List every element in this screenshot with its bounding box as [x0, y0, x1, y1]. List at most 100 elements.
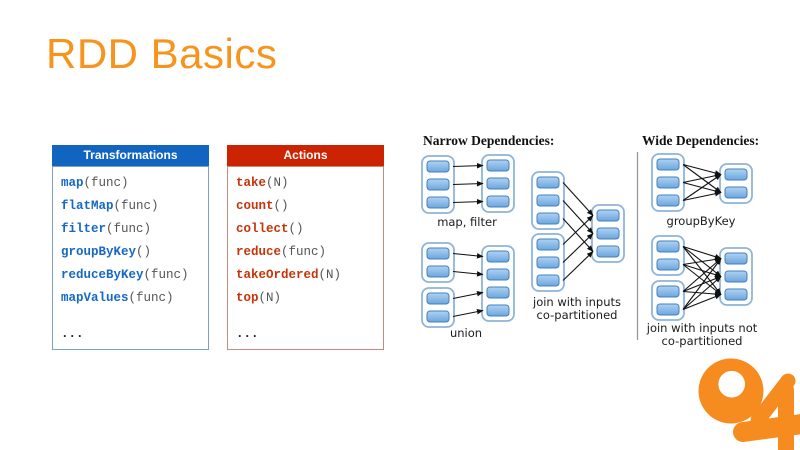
figure-label-line: join with inputs not — [646, 321, 758, 335]
transformations-args: (func) — [83, 176, 129, 190]
partition — [426, 160, 450, 173]
partition — [656, 240, 680, 253]
transformations-keyword: map — [61, 176, 84, 190]
dependency-arrow — [562, 215, 594, 245]
partition — [536, 194, 560, 207]
actions-row-top: top(N) — [236, 287, 383, 310]
actions-keyword: count — [236, 199, 274, 213]
transformations-keyword: reduceByKey — [61, 268, 144, 282]
partition — [426, 265, 450, 278]
partition — [596, 209, 620, 222]
transformations-table: Transformations map(func)flatMap(func)fi… — [52, 145, 209, 350]
transformations-keyword: mapValues — [61, 291, 129, 305]
actions-row-count: count() — [236, 195, 383, 218]
dependency-arrow — [562, 251, 594, 281]
dependency-arrow — [682, 276, 722, 310]
partition — [536, 256, 560, 269]
dependency-arrow — [562, 182, 594, 216]
dependency-arrow — [682, 264, 722, 295]
figure-label-line: groupByKey — [666, 214, 736, 228]
figure-label-line: join with inputs — [533, 295, 621, 309]
dependency-arrow — [682, 191, 722, 202]
transformations-more-ellipsis: ... — [61, 327, 84, 341]
transformations-args: (func) — [143, 268, 189, 282]
figure-label-line: map, filter — [437, 215, 497, 229]
transformations-body: map(func)flatMap(func)filter(func)groupB… — [52, 166, 209, 350]
dependency-arrow — [682, 174, 722, 201]
actions-args: (func) — [281, 245, 327, 259]
dependency-arrow — [682, 245, 722, 260]
figure-label-line: union — [449, 326, 483, 340]
figure-label-union: union — [450, 327, 482, 340]
dependency-arrow — [562, 218, 594, 252]
transformations-keyword: flatMap — [61, 199, 114, 213]
partition — [486, 195, 510, 208]
actions-keyword: takeOrdered — [236, 268, 319, 282]
figure-label-line: co-partitioned — [536, 308, 618, 322]
partition — [426, 196, 450, 209]
transformations-row-groupByKey: groupByKey() — [61, 241, 208, 264]
dependency-arrow — [452, 180, 484, 187]
partition — [656, 303, 680, 316]
partition — [724, 168, 748, 181]
dependency-arrow — [452, 270, 484, 277]
dependency-arrow — [562, 200, 594, 234]
transformations-args: (func) — [106, 222, 152, 236]
actions-header: Actions — [227, 145, 384, 166]
figure-label-groupByKey: groupByKey — [667, 215, 736, 228]
transformations-keyword: filter — [61, 222, 107, 236]
actions-table: Actions take(N)count()collect()reduce(fu… — [227, 145, 384, 350]
actions-keyword: top — [236, 291, 259, 305]
partition — [486, 304, 510, 317]
slide-title: RDD Basics — [46, 30, 278, 77]
partition — [656, 158, 680, 171]
actions-args: () — [273, 199, 289, 213]
partition — [486, 286, 510, 299]
dependency-arrow — [452, 252, 484, 259]
partition — [486, 250, 510, 263]
transformations-header: Transformations — [52, 145, 209, 166]
dependency-arrow — [562, 233, 594, 263]
dependency-arrow — [452, 308, 484, 318]
figure-label-map_filter: map, filter — [437, 216, 497, 229]
transformations-row-map: map(func) — [61, 172, 208, 195]
partition — [426, 178, 450, 191]
transformations-args: (func) — [113, 199, 159, 213]
actions-row-takeOrdered: takeOrdered(N) — [236, 264, 383, 287]
actions-row-take: take(N) — [236, 172, 383, 195]
transformations-keyword: groupByKey — [61, 245, 137, 259]
partition — [486, 159, 510, 172]
narrow-dependencies-heading: Narrow Dependencies: — [423, 133, 555, 148]
partition — [536, 212, 560, 225]
partition — [426, 292, 450, 305]
transformations-args: (func) — [128, 291, 174, 305]
partition — [724, 288, 748, 301]
wide-dependencies-heading: Wide Dependencies: — [642, 133, 760, 148]
partition — [656, 285, 680, 298]
partition — [724, 270, 748, 283]
dependency-arrow — [682, 258, 722, 310]
actions-more-ellipsis: ... — [236, 327, 259, 341]
partition — [486, 177, 510, 190]
ok-logo-icon — [698, 358, 800, 450]
ok-logo-ring — [698, 358, 764, 424]
figure-label-line: co-partitioned — [661, 334, 743, 348]
partition — [536, 274, 560, 287]
partition — [536, 238, 560, 251]
actions-keyword: take — [236, 176, 267, 190]
dependency-arrow — [452, 198, 484, 205]
dependency-arrow — [682, 258, 722, 292]
dependency-arrow — [682, 163, 722, 176]
transformations-row-mapValues: mapValues(func) — [61, 287, 208, 310]
partition — [724, 186, 748, 199]
partition — [656, 176, 680, 189]
dependency-arrow — [682, 263, 722, 278]
rdd-output-union — [481, 245, 515, 322]
partition — [724, 252, 748, 265]
actions-row-reduce: reduce(func) — [236, 241, 383, 264]
partition — [596, 227, 620, 240]
transformations-row-filter: filter(func) — [61, 218, 208, 241]
partition — [426, 247, 450, 260]
